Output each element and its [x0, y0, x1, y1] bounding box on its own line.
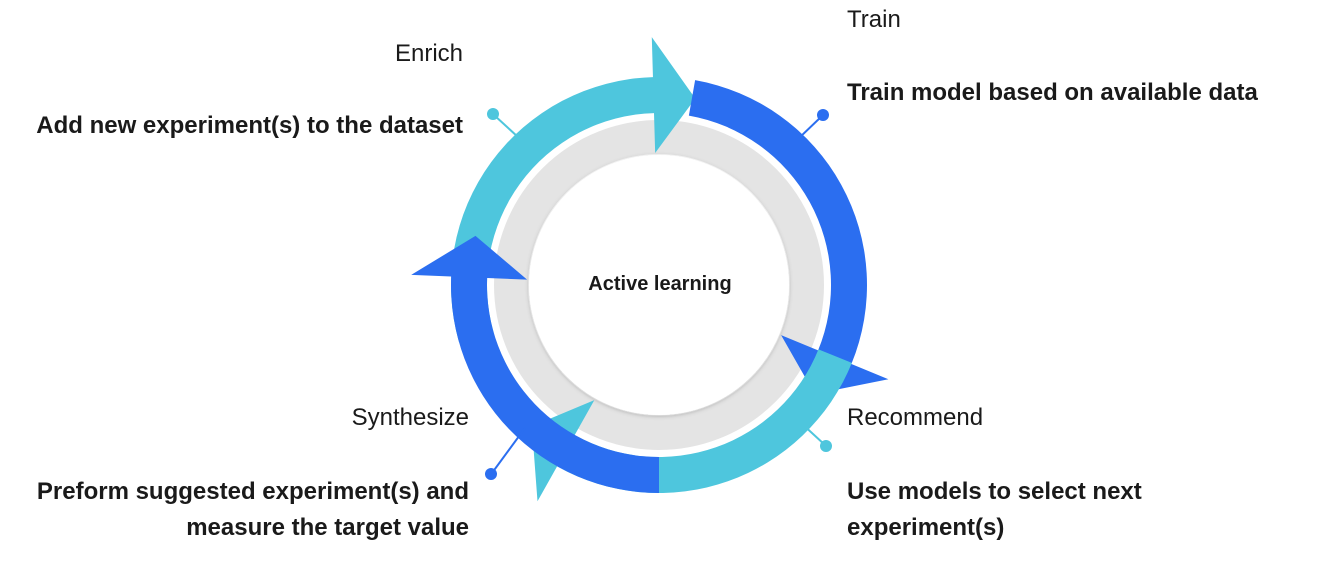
- synthesize-title: Synthesize: [351, 404, 469, 431]
- recommend-description: Use models to select next experiment(s): [847, 478, 1142, 541]
- train-connector-dot: [817, 109, 829, 121]
- cycle-arrows: [411, 37, 889, 502]
- center-disc: [529, 155, 789, 415]
- connectors: [485, 108, 832, 480]
- enrich-description: Add new experiment(s) to the dataset: [36, 112, 463, 139]
- synthesize-connector-line: [491, 427, 526, 474]
- train-title: Train: [847, 6, 901, 33]
- enrich-title: Enrich: [394, 40, 463, 67]
- train-arrow: [688, 80, 889, 394]
- synthesize-arrow: [411, 235, 659, 493]
- center-label: Active learning: [588, 273, 732, 295]
- synthesize-connector-dot: [485, 468, 497, 480]
- enrich-arrow: [450, 37, 696, 343]
- recommend-connector-line: [799, 421, 826, 446]
- train-connector-line: [797, 115, 823, 140]
- enrich-connector-line: [493, 114, 519, 138]
- recommend-connector-dot: [820, 440, 832, 452]
- train-description: Train model based on available data: [847, 79, 1258, 106]
- enrich-connector-dot: [487, 108, 499, 120]
- synthesize-description: Preform suggested experiment(s) and meas…: [36, 478, 469, 541]
- recommend-title: Recommend: [847, 404, 984, 431]
